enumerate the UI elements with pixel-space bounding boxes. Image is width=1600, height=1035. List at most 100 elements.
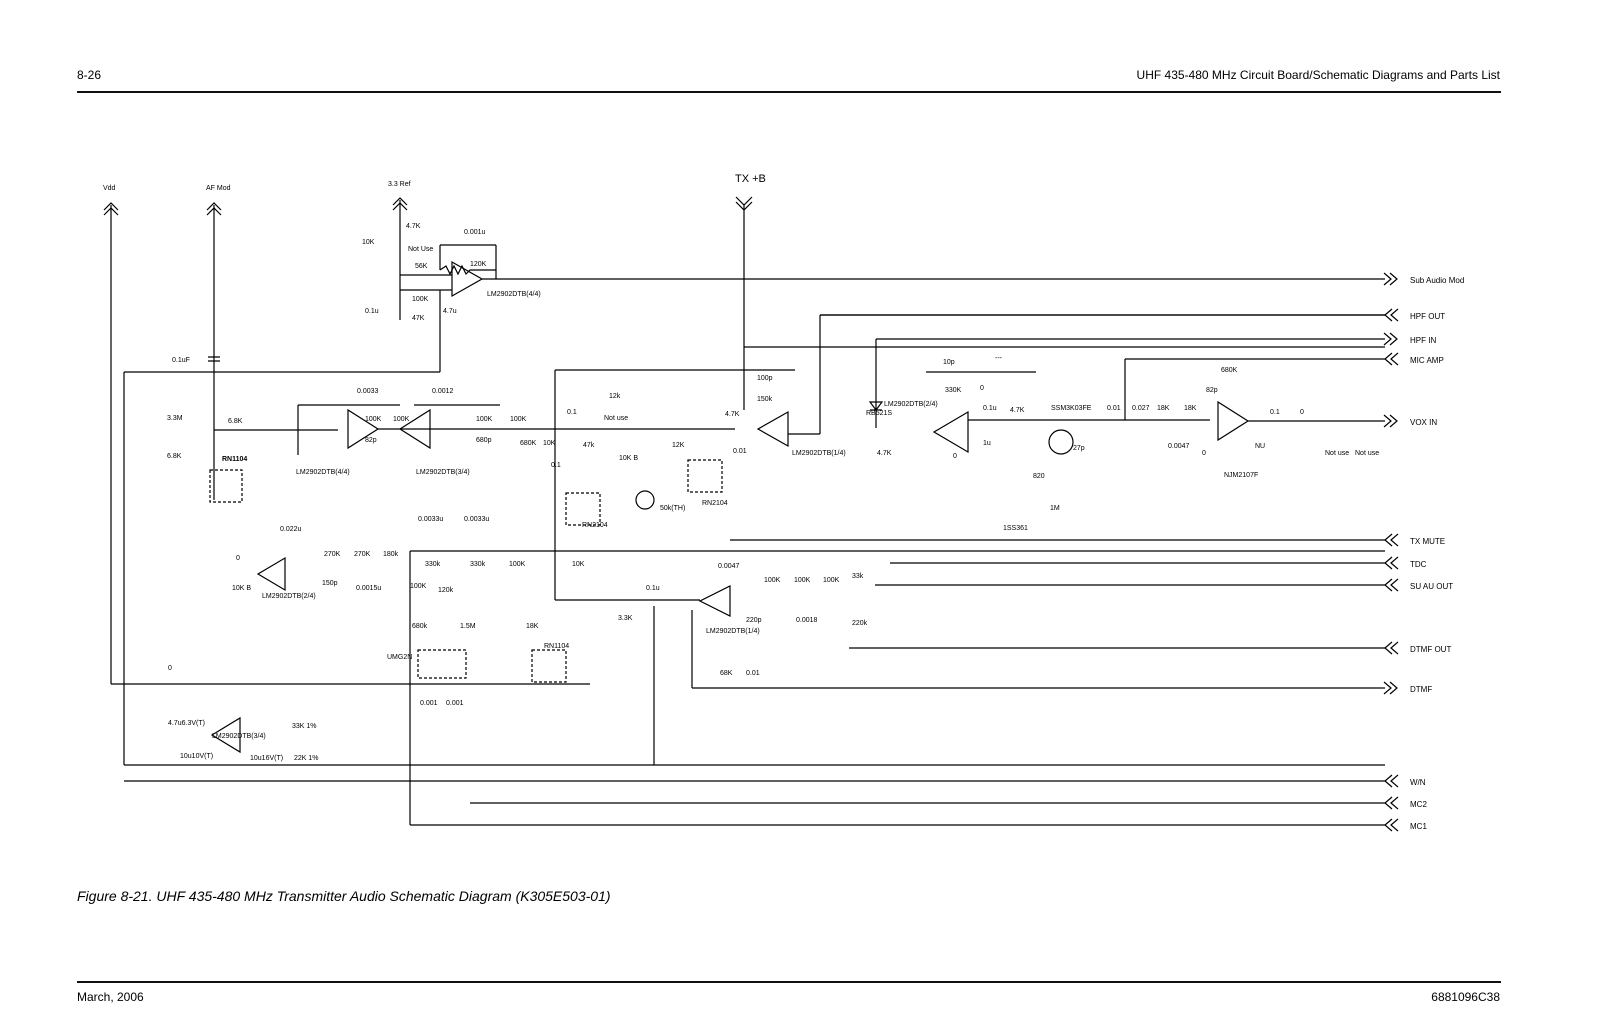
edge-ports: Sub Audio Mod HPF OUT HPF IN MIC AMP VOX…	[124, 272, 1464, 832]
component-label: Not Use	[408, 246, 433, 253]
component-label: 4.7K	[877, 450, 892, 457]
component-label: 33K 1%	[292, 723, 317, 730]
component-label: 47K	[412, 315, 425, 322]
component-label: 330K	[945, 387, 962, 394]
component-label: LM2902DTB(4/4)	[296, 469, 350, 476]
component-label: 0.027	[1132, 405, 1150, 412]
component-label: 68K	[720, 670, 733, 677]
component-label: 6.8K	[228, 418, 243, 425]
component-label: UMG2N	[387, 654, 412, 661]
component-label: 0	[1300, 409, 1304, 416]
component-label: HPF OUT	[1410, 312, 1445, 321]
component-label: 180k	[383, 551, 399, 558]
component-label: 100K	[365, 416, 382, 423]
component-label: 120K	[470, 261, 487, 268]
component-label: 18K	[1157, 405, 1170, 412]
component-label: 0.0047	[1168, 443, 1190, 450]
component-label: 270K	[324, 551, 341, 558]
component-label: 0.0018	[796, 617, 818, 624]
component-label: 47k	[583, 442, 595, 449]
component-label: 22K 1%	[294, 755, 319, 762]
component-label: 0.001	[420, 700, 438, 707]
page-number: 8-26	[77, 68, 102, 82]
component-label: 0	[1202, 450, 1206, 457]
buffer-section: 0 4.7u6.3V(T) LM2902DTB(3/4) 33K 1% 10u1…	[111, 665, 590, 762]
component-label: MIC AMP	[1410, 356, 1444, 365]
port-mc2: MC2	[470, 796, 1427, 810]
component-label: LM2902DTB(3/4)	[416, 469, 470, 476]
component-label: 4.7u6.3V(T)	[168, 720, 205, 727]
component-label: Not use	[1325, 450, 1349, 457]
component-label: 0	[953, 453, 957, 460]
component-label: 0	[980, 385, 984, 392]
component-label: 50k(TH)	[660, 505, 685, 512]
vox-section: 0.01 0.027 18K 18K 0.0047 680K 82p 0 NJM…	[1107, 358, 1385, 479]
component-label: 100K	[410, 583, 427, 590]
component-label: VOX IN	[1410, 418, 1437, 427]
component-label: 0.1	[551, 462, 561, 469]
component-label: 0.0033u	[418, 516, 443, 523]
component-label: 0.0015u	[356, 585, 381, 592]
component-label: 3.3M	[167, 415, 183, 422]
component-label: W/N	[1410, 778, 1426, 787]
component-label: 0.001u	[464, 229, 486, 236]
component-label: 10u10V(T)	[180, 753, 213, 760]
component-label: 0.001	[446, 700, 464, 707]
component-label: 100K	[510, 416, 527, 423]
component-label: 12k	[609, 393, 621, 400]
component-label: HPF IN	[1410, 336, 1436, 345]
component-label: 6.8K	[167, 453, 182, 460]
dtmf-section: 0.1u 3.3K 0.0047 LM2902DTB(1/4) 100K 100…	[555, 563, 1385, 765]
port-tdc: TDC	[890, 556, 1427, 570]
component-label: 100K	[509, 561, 526, 568]
component-label: TX MUTE	[1410, 537, 1445, 546]
component-label: 270K	[354, 551, 371, 558]
component-label: 27p	[1073, 445, 1085, 452]
component-label: 680k	[412, 623, 428, 630]
component-label: 0	[236, 555, 240, 562]
component-label: 0.01	[733, 448, 747, 455]
component-label: Sub Audio Mod	[1410, 276, 1464, 285]
component-label: 1SS361	[1003, 525, 1028, 532]
component-label: 0.0012	[432, 388, 454, 395]
port-mc1: MC1	[1384, 818, 1427, 832]
mic-amp-section: RB521S LM2902DTB(2/4) 4.7K 10p --- 330K …	[866, 338, 1385, 532]
supply-port-vdd: Vdd	[103, 185, 119, 684]
footer-date: March, 2006	[77, 990, 144, 1004]
component-label: 1u	[983, 440, 991, 447]
component-label: 0	[168, 665, 172, 672]
component-label: RN1104	[222, 456, 247, 463]
component-label: RN1104	[544, 643, 569, 650]
component-label: 150p	[322, 580, 338, 587]
component-label: LM2902DTB(1/4)	[706, 628, 760, 635]
port-tx-mute: TX MUTE	[730, 533, 1445, 547]
component-label: LM2902DTB(2/4)	[262, 593, 316, 600]
component-label: DTMF	[1410, 685, 1432, 694]
port-mic-amp: MIC AMP	[1384, 352, 1444, 366]
component-label: 4.7K	[725, 411, 740, 418]
port-su-au-out: SU AU OUT	[875, 578, 1453, 592]
component-label: 10K	[362, 239, 375, 246]
supply-port-tx-b: TX +B	[735, 173, 766, 410]
header-rule	[77, 91, 1501, 93]
component-label: 0.1	[1270, 409, 1280, 416]
lower-filter-section: 0.022u 0 10K B LM2902DTB(2/4) 270K 150p …	[123, 372, 1385, 826]
component-label: 680p	[476, 437, 492, 444]
component-label: TX +B	[735, 173, 766, 185]
component-label: 0.1	[567, 409, 577, 416]
component-label: LM2902DTB(1/4)	[792, 450, 846, 457]
figure-caption: Figure 8-21. UHF 435-480 MHz Transmitter…	[77, 888, 611, 904]
port-dtmf: DTMF	[1383, 681, 1432, 695]
component-label: Not use	[604, 415, 628, 422]
component-label: 100K	[823, 577, 840, 584]
footer-rule	[77, 981, 1501, 983]
component-label: 4.7K	[406, 223, 421, 230]
port-hpf-out: HPF OUT	[820, 308, 1445, 322]
component-label: SSM3K03FE	[1051, 405, 1092, 412]
component-label: 0.01	[746, 670, 760, 677]
component-label: 3.3 Ref	[388, 181, 411, 188]
port-dtmf-out: DTMF OUT	[1384, 641, 1451, 655]
component-label: 820	[1033, 473, 1045, 480]
component-label: AF Mod	[206, 185, 231, 192]
component-label: DTMF OUT	[1410, 645, 1451, 654]
